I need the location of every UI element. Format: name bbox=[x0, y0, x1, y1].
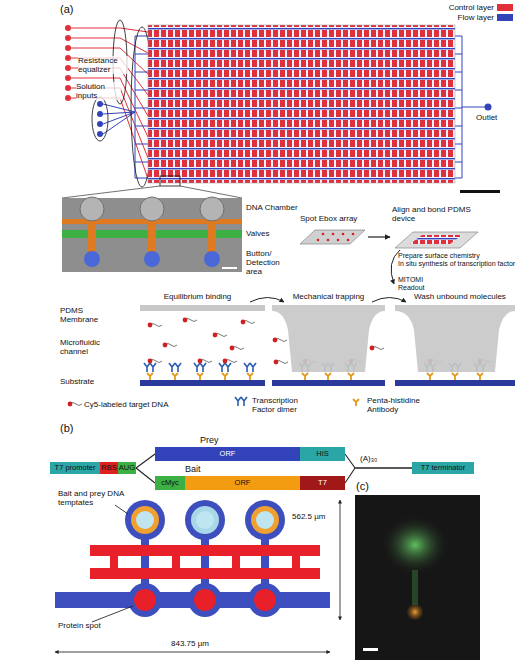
step-label: Spot Ebox array bbox=[300, 214, 380, 223]
box-label: AUG bbox=[118, 462, 136, 474]
construct-heading: Prey bbox=[200, 435, 219, 445]
box-label: T7 bbox=[300, 476, 345, 490]
micrograph-inset bbox=[62, 197, 242, 272]
tag-box: cMyc bbox=[155, 476, 185, 490]
terminator-box: T7 terminator bbox=[412, 462, 474, 474]
legend-swatch bbox=[497, 4, 513, 11]
panel-letter: (a) bbox=[60, 3, 90, 15]
wash-panel bbox=[395, 305, 515, 386]
box-label: T7 terminator bbox=[412, 462, 474, 474]
prey-construct: PreyORFHIS bbox=[155, 447, 345, 461]
trapping-panel bbox=[272, 305, 385, 386]
box-label: ORF bbox=[185, 476, 300, 490]
connector-line bbox=[345, 454, 412, 468]
part-name: DNA Chamber bbox=[246, 203, 298, 212]
part-name: Resistance equalizer bbox=[78, 56, 128, 74]
legend-text: Control layer bbox=[440, 3, 494, 12]
part-name: Valves bbox=[246, 229, 286, 238]
connector-line bbox=[136, 468, 155, 483]
tag-box: T7 bbox=[300, 476, 345, 490]
orf-box: ORF bbox=[185, 476, 300, 490]
control-lines bbox=[71, 28, 148, 179]
legend-text: Cy5-labeled target DNA bbox=[84, 400, 194, 409]
legend-text: Transcription Factor dimer bbox=[252, 396, 312, 414]
legend-text: Penta-histidine Antibody bbox=[367, 396, 429, 414]
box-label: ORF bbox=[155, 447, 300, 461]
step-label: Prepare surface chemistry bbox=[398, 252, 518, 260]
part-name: Protein spot bbox=[58, 621, 118, 630]
legend-text: Flow layer bbox=[440, 13, 494, 22]
panel-letter: (b) bbox=[60, 422, 90, 434]
step-label: In situ synthesis of transcription facto… bbox=[398, 260, 516, 268]
panel-letter: (c) bbox=[356, 480, 386, 492]
rbs-box: RBS bbox=[100, 462, 118, 474]
tag-box: HIS bbox=[300, 447, 345, 461]
promoter-box: T7 promoter bbox=[50, 462, 100, 474]
layer-label: Substrate bbox=[60, 377, 120, 386]
panel-title: Wash unbound molecules bbox=[400, 292, 520, 301]
step-label: MITOMI bbox=[398, 276, 458, 284]
fluorescence-image bbox=[355, 495, 480, 660]
step-label: Align and bond PDMS device bbox=[392, 205, 487, 223]
control-inputs bbox=[65, 25, 71, 101]
start-codon-box: AUG bbox=[118, 462, 136, 474]
part-name: Button/ Detection area bbox=[246, 249, 294, 276]
bait-construct: BaitcMycORFT7 bbox=[155, 476, 345, 490]
part-name: Solution inputs bbox=[76, 82, 121, 100]
panel-title: Equilibrium binding bbox=[140, 292, 255, 301]
panel-title: Mechanical trapping bbox=[272, 292, 385, 301]
box-label: T7 promoter bbox=[50, 462, 100, 474]
orf-box: ORF bbox=[155, 447, 300, 461]
part-name: Outlet bbox=[476, 113, 516, 122]
flow-inputs bbox=[97, 101, 103, 137]
unit-cell bbox=[55, 500, 330, 617]
legend-swatch bbox=[497, 14, 513, 21]
dimension-label: 843.75 µm bbox=[155, 639, 225, 648]
chamber-array bbox=[148, 25, 455, 183]
box-label: HIS bbox=[300, 447, 345, 461]
layer-label: Microfluidic channel bbox=[60, 338, 120, 356]
construct-heading: Bait bbox=[185, 464, 201, 474]
binding-panel bbox=[140, 305, 265, 386]
part-name: Bait and prey DNA temptates bbox=[58, 489, 124, 507]
box-label: RBS bbox=[100, 462, 118, 474]
layer-label: PDMS Membrane bbox=[60, 306, 120, 324]
connector-line bbox=[345, 468, 412, 483]
connector-line bbox=[136, 454, 155, 468]
box-label: cMyc bbox=[155, 476, 185, 490]
sequence-label: (A)₃₀ bbox=[360, 454, 400, 463]
step-label: Readout bbox=[398, 284, 458, 292]
dimension-label: 562.5 µm bbox=[292, 512, 337, 521]
